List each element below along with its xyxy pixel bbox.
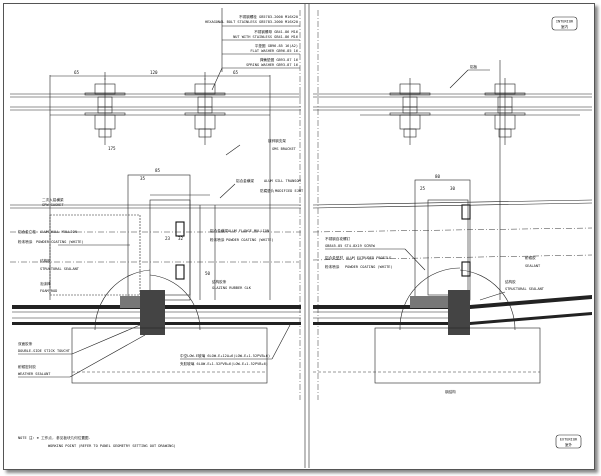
mullion-profile-left: 85 35 23 32 50 175 xyxy=(10,146,301,301)
svg-text:INTERIOR: INTERIOR xyxy=(556,20,574,24)
svg-text:175: 175 xyxy=(108,146,116,151)
embed-box xyxy=(71,327,268,384)
svg-text:ALUM SILL TRANSOM: ALUM SILL TRANSOM xyxy=(264,179,302,183)
svg-text:不锈钢螺栓 GB5783-2000 M16X20: 不锈钢螺栓 GB5783-2000 M16X20 xyxy=(239,14,298,19)
svg-text:铝合金立柱: 铝合金立柱 xyxy=(18,229,36,234)
svg-text:32: 32 xyxy=(178,236,184,241)
svg-text:POWDER COATING (WHITE): POWDER COATING (WHITE) xyxy=(345,265,393,269)
svg-text:铝合金横梁: 铝合金横梁 xyxy=(236,178,254,183)
svg-text:POWDER COATING (WHITE): POWDER COATING (WHITE) xyxy=(226,238,274,242)
bolt-assembly-icon xyxy=(84,78,126,145)
svg-text:室外: 室外 xyxy=(565,442,573,447)
interior-tag: INTERIOR 室内 xyxy=(551,16,578,31)
svg-text:85: 85 xyxy=(155,168,161,173)
svg-text:HEXAGONAL BOLT STAINLESS GB578: HEXAGONAL BOLT STAINLESS GB5783-2000 M16… xyxy=(205,20,298,24)
svg-text:粉末喷涂: 粉末喷涂 xyxy=(325,264,340,269)
svg-text:80: 80 xyxy=(435,174,441,179)
right-labels: 铝板 不锈钢自攻螺钉 GB845-85 ST4.8X19 SCREW 铝合金型材… xyxy=(325,64,545,394)
svg-text:STRUCTURAL SEALANT: STRUCTURAL SEALANT xyxy=(40,267,80,271)
svg-text:GMS BRACKET: GMS BRACKET xyxy=(272,147,297,151)
svg-text:室内: 室内 xyxy=(561,24,569,29)
gms-bracket xyxy=(49,60,580,300)
svg-text:25: 25 xyxy=(420,186,426,191)
svg-text:GB845-85 ST4.8X19 SCREW: GB845-85 ST4.8X19 SCREW xyxy=(325,244,376,248)
svg-text:铝合金横梁: 铝合金横梁 xyxy=(210,228,228,233)
svg-text:30: 30 xyxy=(450,186,456,191)
svg-text:镀锌钢支架: 镀锌钢支架 xyxy=(268,138,286,143)
drawing-sheet xyxy=(3,3,595,470)
svg-text:50: 50 xyxy=(205,271,211,276)
svg-text:耐候胶: 耐候胶 xyxy=(525,255,536,260)
svg-text:SEALANT: SEALANT xyxy=(525,264,541,268)
steel-beam xyxy=(10,93,592,111)
svg-text:ALUM EXTRUDED PROFILE: ALUM EXTRUDED PROFILE xyxy=(346,256,391,260)
glass-spec: 夹胶玻璃 6LOW-E+1.52PVB+6(LOW-E+1.52PVB+6) xyxy=(180,361,268,366)
svg-text:STRUCTURAL SEALANT: STRUCTURAL SEALANT xyxy=(505,287,545,291)
bolt-callout: 不锈钢螺栓 GB5783-2000 M16X20 HEXAGONAL BOLT … xyxy=(205,8,300,91)
glass-panel-left xyxy=(12,290,301,335)
svg-text:SPW GASKET: SPW GASKET xyxy=(42,203,64,207)
svg-text:耐候密封胶: 耐候密封胶 xyxy=(18,364,36,369)
svg-text:结构胶条: 结构胶条 xyxy=(212,279,227,284)
svg-text:ALUM FLANGE MULLION: ALUM FLANGE MULLION xyxy=(228,229,269,233)
svg-text:粉末喷涂: 粉末喷涂 xyxy=(18,239,33,244)
svg-text:二次入铝横梁: 二次入铝横梁 xyxy=(42,197,64,202)
dim-label: 120 xyxy=(150,70,158,75)
svg-text:防腐垫片: 防腐垫片 xyxy=(260,188,275,193)
left-labels: 二次入铝横梁 SPW GASKET 铝合金立柱 ALUM WALL MULLIO… xyxy=(18,197,146,378)
svg-text:NUT WITH STAINLESS GB41-86 M16: NUT WITH STAINLESS GB41-86 M16 xyxy=(233,35,298,39)
bolt-assembly-icon xyxy=(184,78,226,145)
bolt-assembly-icon xyxy=(389,78,431,145)
svg-text:不锈钢螺母 GB41-86 M16: 不锈钢螺母 GB41-86 M16 xyxy=(254,29,298,34)
svg-text:铝板: 铝板 xyxy=(470,64,478,69)
center-labels: 镀锌钢支架 GMS BRACKET 铝合金横梁 ALUM SILL TRANSO… xyxy=(180,138,304,366)
svg-text:POWDER COATING (WHITE): POWDER COATING (WHITE) xyxy=(36,240,84,244)
svg-text:不锈钢自攻螺钉: 不锈钢自攻螺钉 xyxy=(325,236,351,241)
svg-text:钢结构: 钢结构 xyxy=(445,389,456,394)
svg-text:平垫圈 GB96-85 16(A2): 平垫圈 GB96-85 16(A2) xyxy=(255,43,298,48)
dimension-top: 65 120 65 xyxy=(50,70,270,80)
note-line-2: WORKING POINT (REFER TO PANEL GEOMETRY S… xyxy=(48,444,176,448)
svg-text:双面胶条: 双面胶条 xyxy=(18,341,33,346)
embed-box xyxy=(374,327,541,384)
svg-text:ALUM WALL MULLION: ALUM WALL MULLION xyxy=(40,230,77,234)
svg-text:泡沫棒: 泡沫棒 xyxy=(40,281,51,286)
svg-text:DOUBLE-SIDE STICK TOUCHT: DOUBLE-SIDE STICK TOUCHT xyxy=(18,349,71,353)
svg-text:GLAZING RUBBER GLK: GLAZING RUBBER GLK xyxy=(212,286,252,290)
note-line-1: NOTE 注: ⊕ 工作点, 参见板块几何位置图. xyxy=(18,435,91,440)
svg-text:弹簧垫圈 GB93-87 16: 弹簧垫圈 GB93-87 16 xyxy=(260,57,298,62)
svg-text:铝合金型材: 铝合金型材 xyxy=(325,255,343,260)
svg-text:WEATHER SEALANT: WEATHER SEALANT xyxy=(18,372,51,376)
svg-text:35: 35 xyxy=(140,176,146,181)
glass-panel-right xyxy=(313,290,592,335)
svg-text:FLAT WASHER GB96-85 16: FLAT WASHER GB96-85 16 xyxy=(250,49,298,53)
exterior-tag: EXTERIOR 室外 xyxy=(555,434,582,449)
dim-label: 65 xyxy=(233,70,239,75)
svg-text:EXTERIOR: EXTERIOR xyxy=(560,438,578,442)
mullion-profile-right: 80 25 30 xyxy=(312,174,593,301)
svg-text:23: 23 xyxy=(165,236,171,241)
svg-text:SPRING WASHER GB93-87 16: SPRING WASHER GB93-87 16 xyxy=(246,63,298,67)
svg-text:FOAM ROD: FOAM ROD xyxy=(40,289,57,293)
bolt-assembly-icon xyxy=(484,78,526,145)
dim-label: 65 xyxy=(74,70,80,75)
svg-text:粉末喷涂: 粉末喷涂 xyxy=(210,237,225,242)
svg-text:MODIFIED EJMT: MODIFIED EJMT xyxy=(275,189,304,193)
svg-text:结构胶: 结构胶 xyxy=(40,258,51,263)
glass-spec: 中空LOW-E玻璃 6LOW-E+12A+6(LOW-E+1.52PVB+6) xyxy=(180,353,270,358)
svg-text:结构胶: 结构胶 xyxy=(505,279,516,284)
